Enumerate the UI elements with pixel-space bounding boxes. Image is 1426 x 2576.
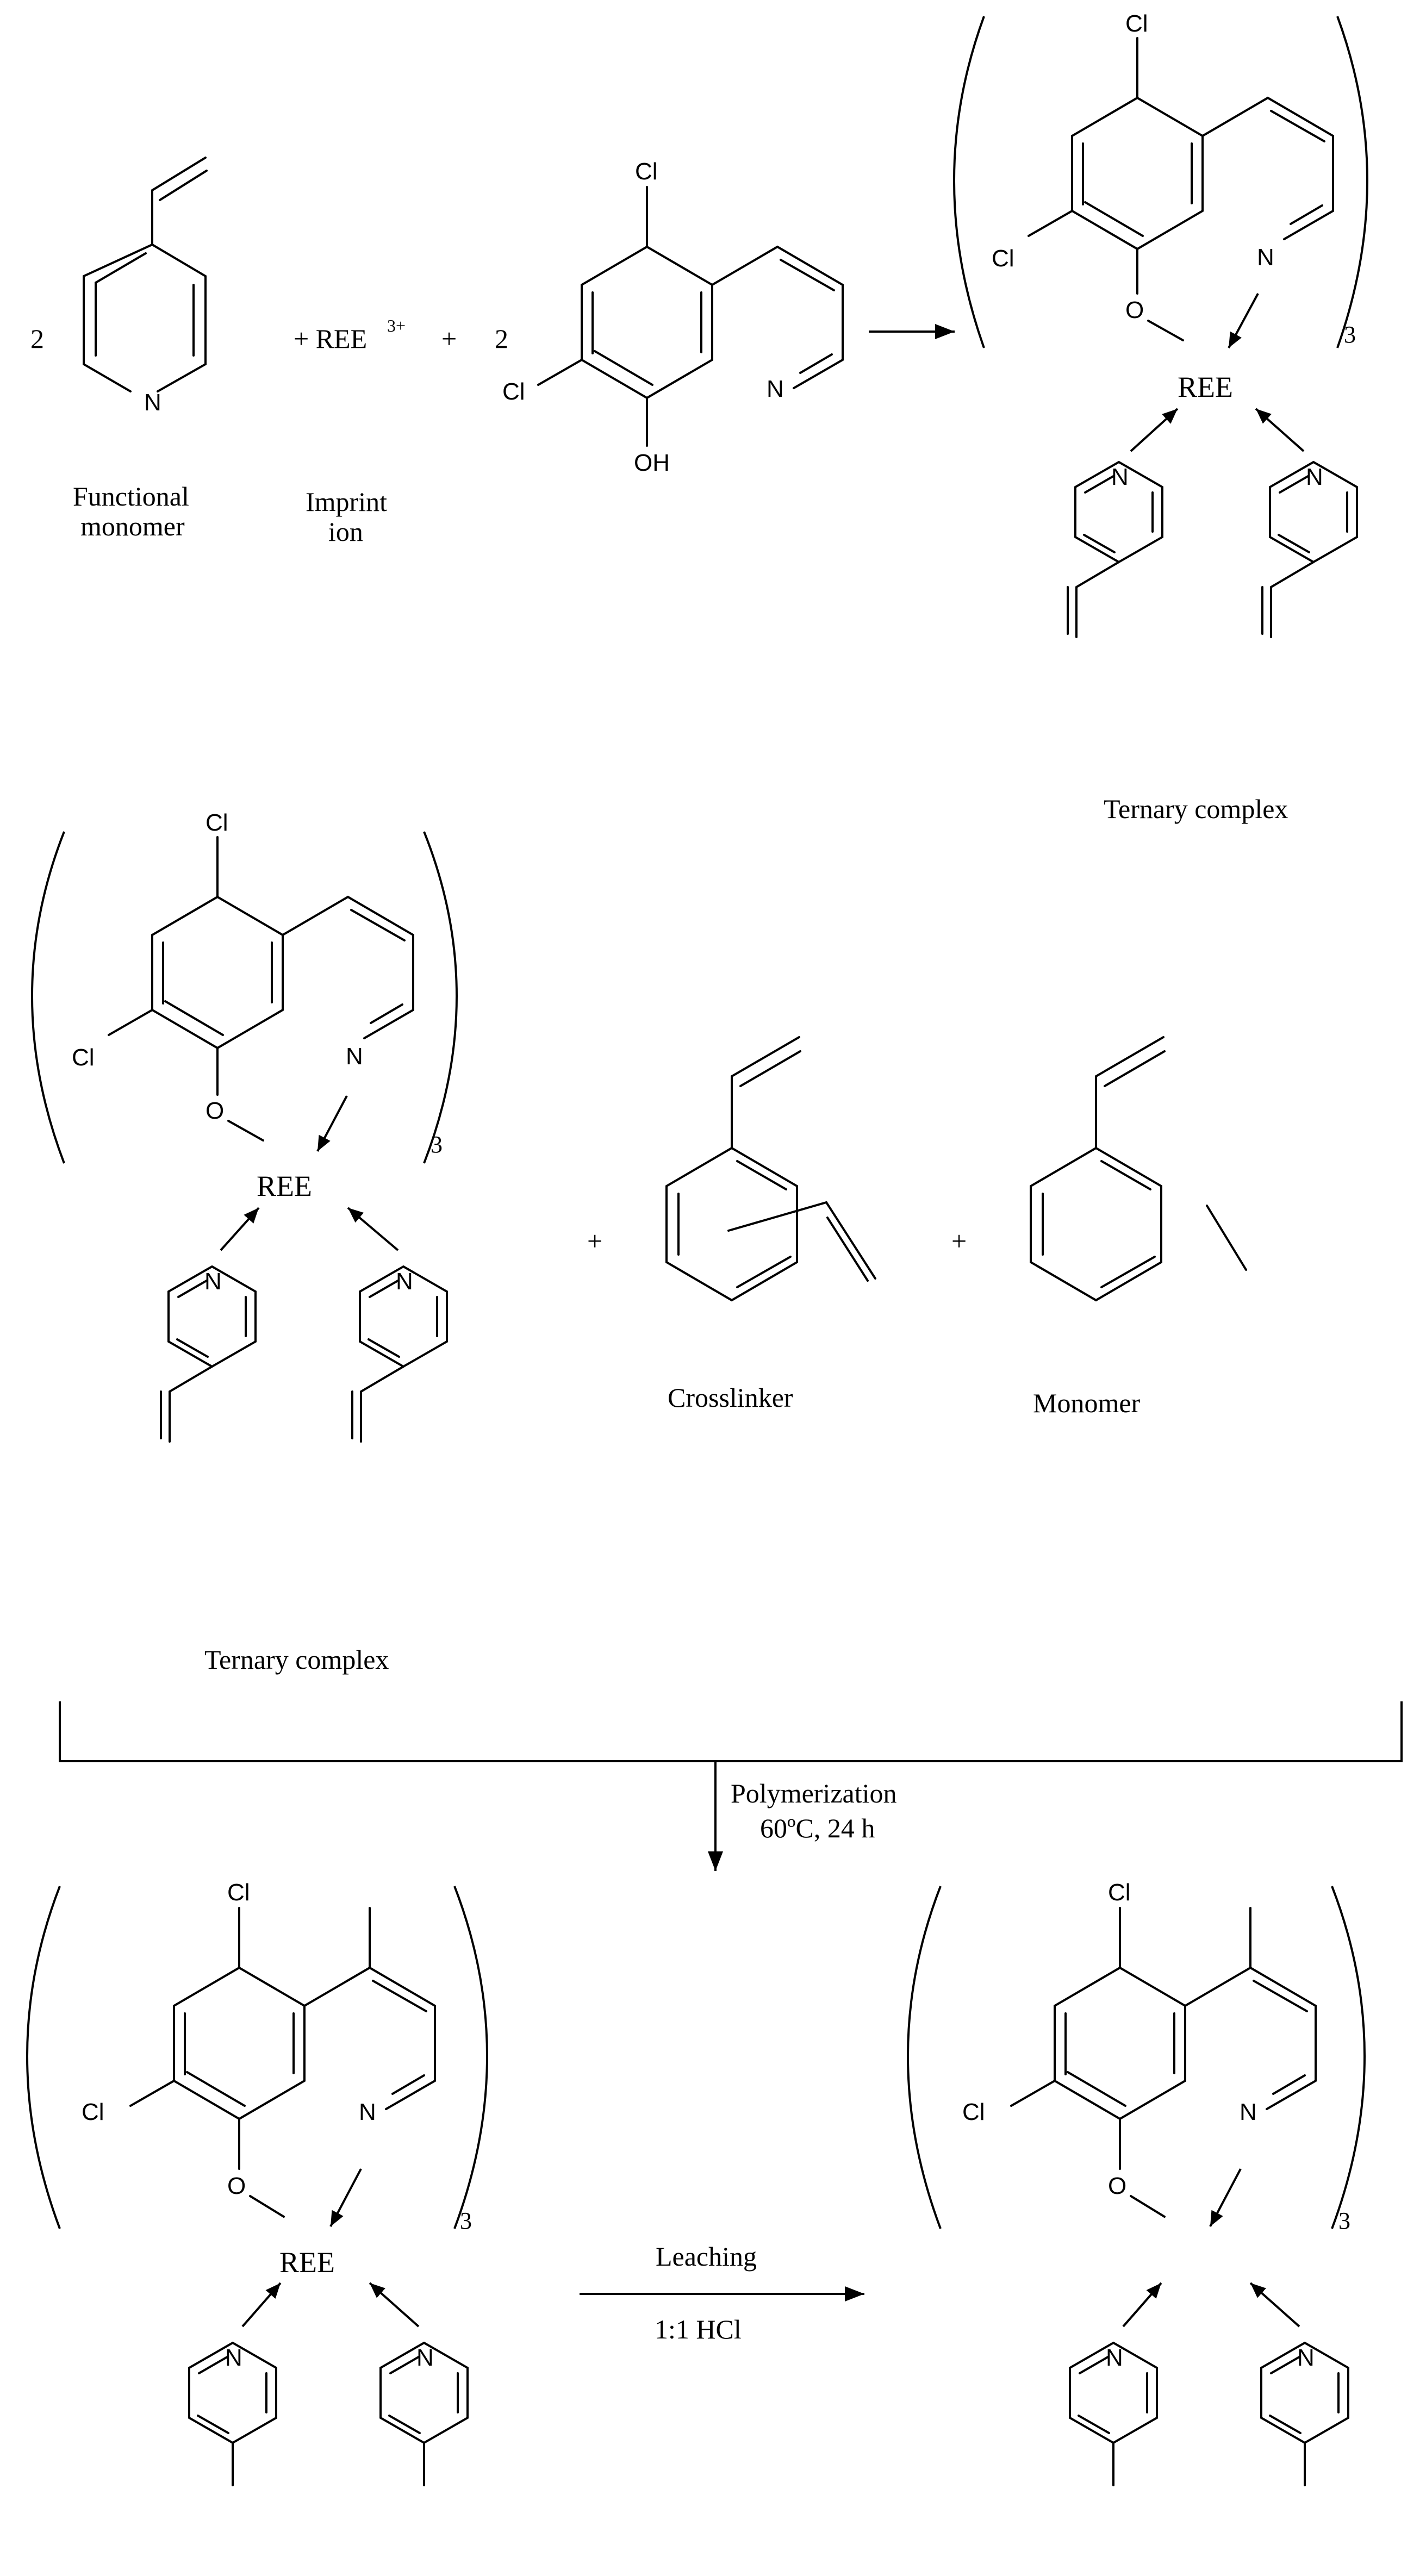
label-crosslinker: Crosslinker: [668, 1382, 793, 1413]
atom-cl: Cl: [206, 809, 228, 836]
atom-n: N: [1106, 2344, 1123, 2371]
atom-n: N: [346, 1043, 363, 1070]
subscript-three: 3: [460, 2207, 472, 2234]
plus-sign: +: [587, 1226, 602, 1256]
atom-o: O: [1125, 297, 1144, 323]
imprint-ion-formula: + REE: [294, 323, 367, 354]
row-1-reaction: 2 N Functional monomer + REE 3+ Imprint …: [30, 157, 955, 547]
atom-ree: REE: [279, 2246, 335, 2279]
functional-monomer-structure: N: [83, 157, 208, 416]
step-leaching-reagent: 1:1 HCl: [655, 2314, 742, 2344]
atom-n: N: [204, 1268, 222, 1295]
atom-n: N: [416, 2344, 434, 2371]
atom-oh: OH: [634, 450, 670, 476]
step-leaching: Leaching: [656, 2241, 757, 2272]
atom-n: N: [767, 376, 784, 402]
crosslinker-structure: Crosslinker: [665, 1036, 876, 1413]
label-imprint-ion-line1: Imprint: [306, 486, 387, 517]
coefficient-two-quinolinol: 2: [495, 323, 508, 354]
atom-o: O: [206, 1097, 224, 1124]
bracket-right: [453, 1886, 488, 2229]
ternary-complex-top: Cl Cl N O 3 REE N N Ternary complex: [953, 10, 1368, 824]
atom-n: N: [1306, 464, 1323, 490]
atom-ree: REE: [257, 1170, 312, 1202]
leached-imprinted-polymer: Cl Cl N O 3 N N: [907, 1879, 1366, 2486]
ternary-complex-middle: Cl Cl N O 3 REE N N Ternary complex: [31, 809, 458, 1675]
imprint-ion-charge: 3+: [387, 316, 406, 335]
label-functional-monomer-line1: Functional: [73, 481, 189, 512]
atom-o: O: [227, 2173, 246, 2199]
atom-cl: Cl: [962, 2099, 985, 2125]
bracket-left: [26, 1886, 61, 2229]
bracket-right: [1336, 16, 1368, 348]
atom-cl: Cl: [1125, 10, 1148, 37]
atom-n: N: [359, 2099, 376, 2125]
atom-n: N: [1297, 2344, 1315, 2371]
step-polymerization-conditions: 60ºC, 24 h: [760, 1813, 875, 1843]
atom-n: N: [1240, 2099, 1257, 2125]
atom-n: N: [225, 2344, 242, 2371]
atom-cl: Cl: [227, 1879, 250, 1906]
atom-n: N: [1111, 464, 1129, 490]
bracket-left: [31, 831, 65, 1164]
bracket-left: [907, 1886, 942, 2229]
atom-ree: REE: [1178, 371, 1233, 403]
atom-o: O: [1108, 2173, 1126, 2199]
atom-n: N: [1257, 244, 1274, 271]
dichloroquinolinol-structure: Cl Cl N OH: [502, 158, 844, 476]
atom-cl: Cl: [635, 158, 658, 185]
plus-sign: +: [951, 1226, 967, 1256]
coefficient-two-pyridine: 2: [30, 323, 44, 354]
step-polymerization: Polymerization: [731, 1778, 897, 1808]
label-ternary-complex: Ternary complex: [204, 1644, 389, 1675]
label-monomer: Monomer: [1033, 1388, 1141, 1418]
atom-n: N: [396, 1268, 413, 1295]
subscript-three: 3: [431, 1131, 443, 1158]
label-ternary-complex: Ternary complex: [1104, 794, 1288, 824]
plus-sign: +: [441, 323, 457, 354]
imprinted-polymer-with-ree: Cl Cl N O 3 REE N N: [26, 1879, 488, 2486]
atom-cl: Cl: [82, 2099, 104, 2125]
subscript-three: 3: [1338, 2207, 1350, 2234]
bracket-right: [423, 831, 458, 1164]
monomer-structure: Monomer: [1030, 1036, 1247, 1418]
bracket-left: [953, 16, 985, 348]
bracket-right: [1331, 1886, 1366, 2229]
atom-cl: Cl: [72, 1044, 95, 1071]
atom-cl: Cl: [502, 378, 525, 405]
atom-cl: Cl: [992, 245, 1014, 272]
subscript-three: 3: [1344, 321, 1356, 348]
atom-n: N: [144, 389, 161, 416]
label-imprint-ion-line2: ion: [328, 516, 363, 547]
atom-cl: Cl: [1108, 1879, 1131, 1906]
label-functional-monomer-line2: monomer: [80, 511, 185, 541]
reactants-frame: [59, 1701, 1403, 1762]
